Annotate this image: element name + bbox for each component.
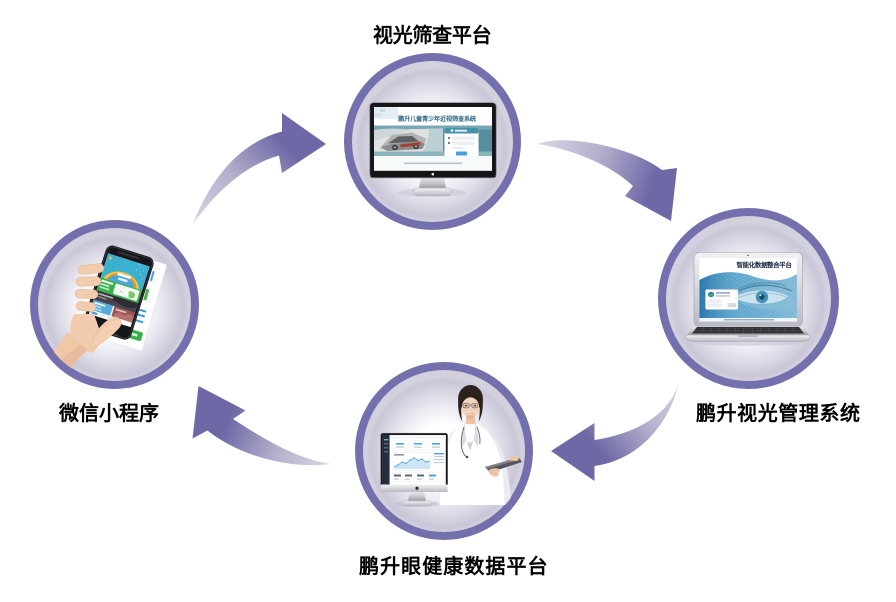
svg-text:鹏升儿童青少年近视筛查系统: 鹏升儿童青少年近视筛查系统 xyxy=(398,115,477,123)
svg-text:智能化数据整合平台: 智能化数据整合平台 xyxy=(737,260,793,269)
